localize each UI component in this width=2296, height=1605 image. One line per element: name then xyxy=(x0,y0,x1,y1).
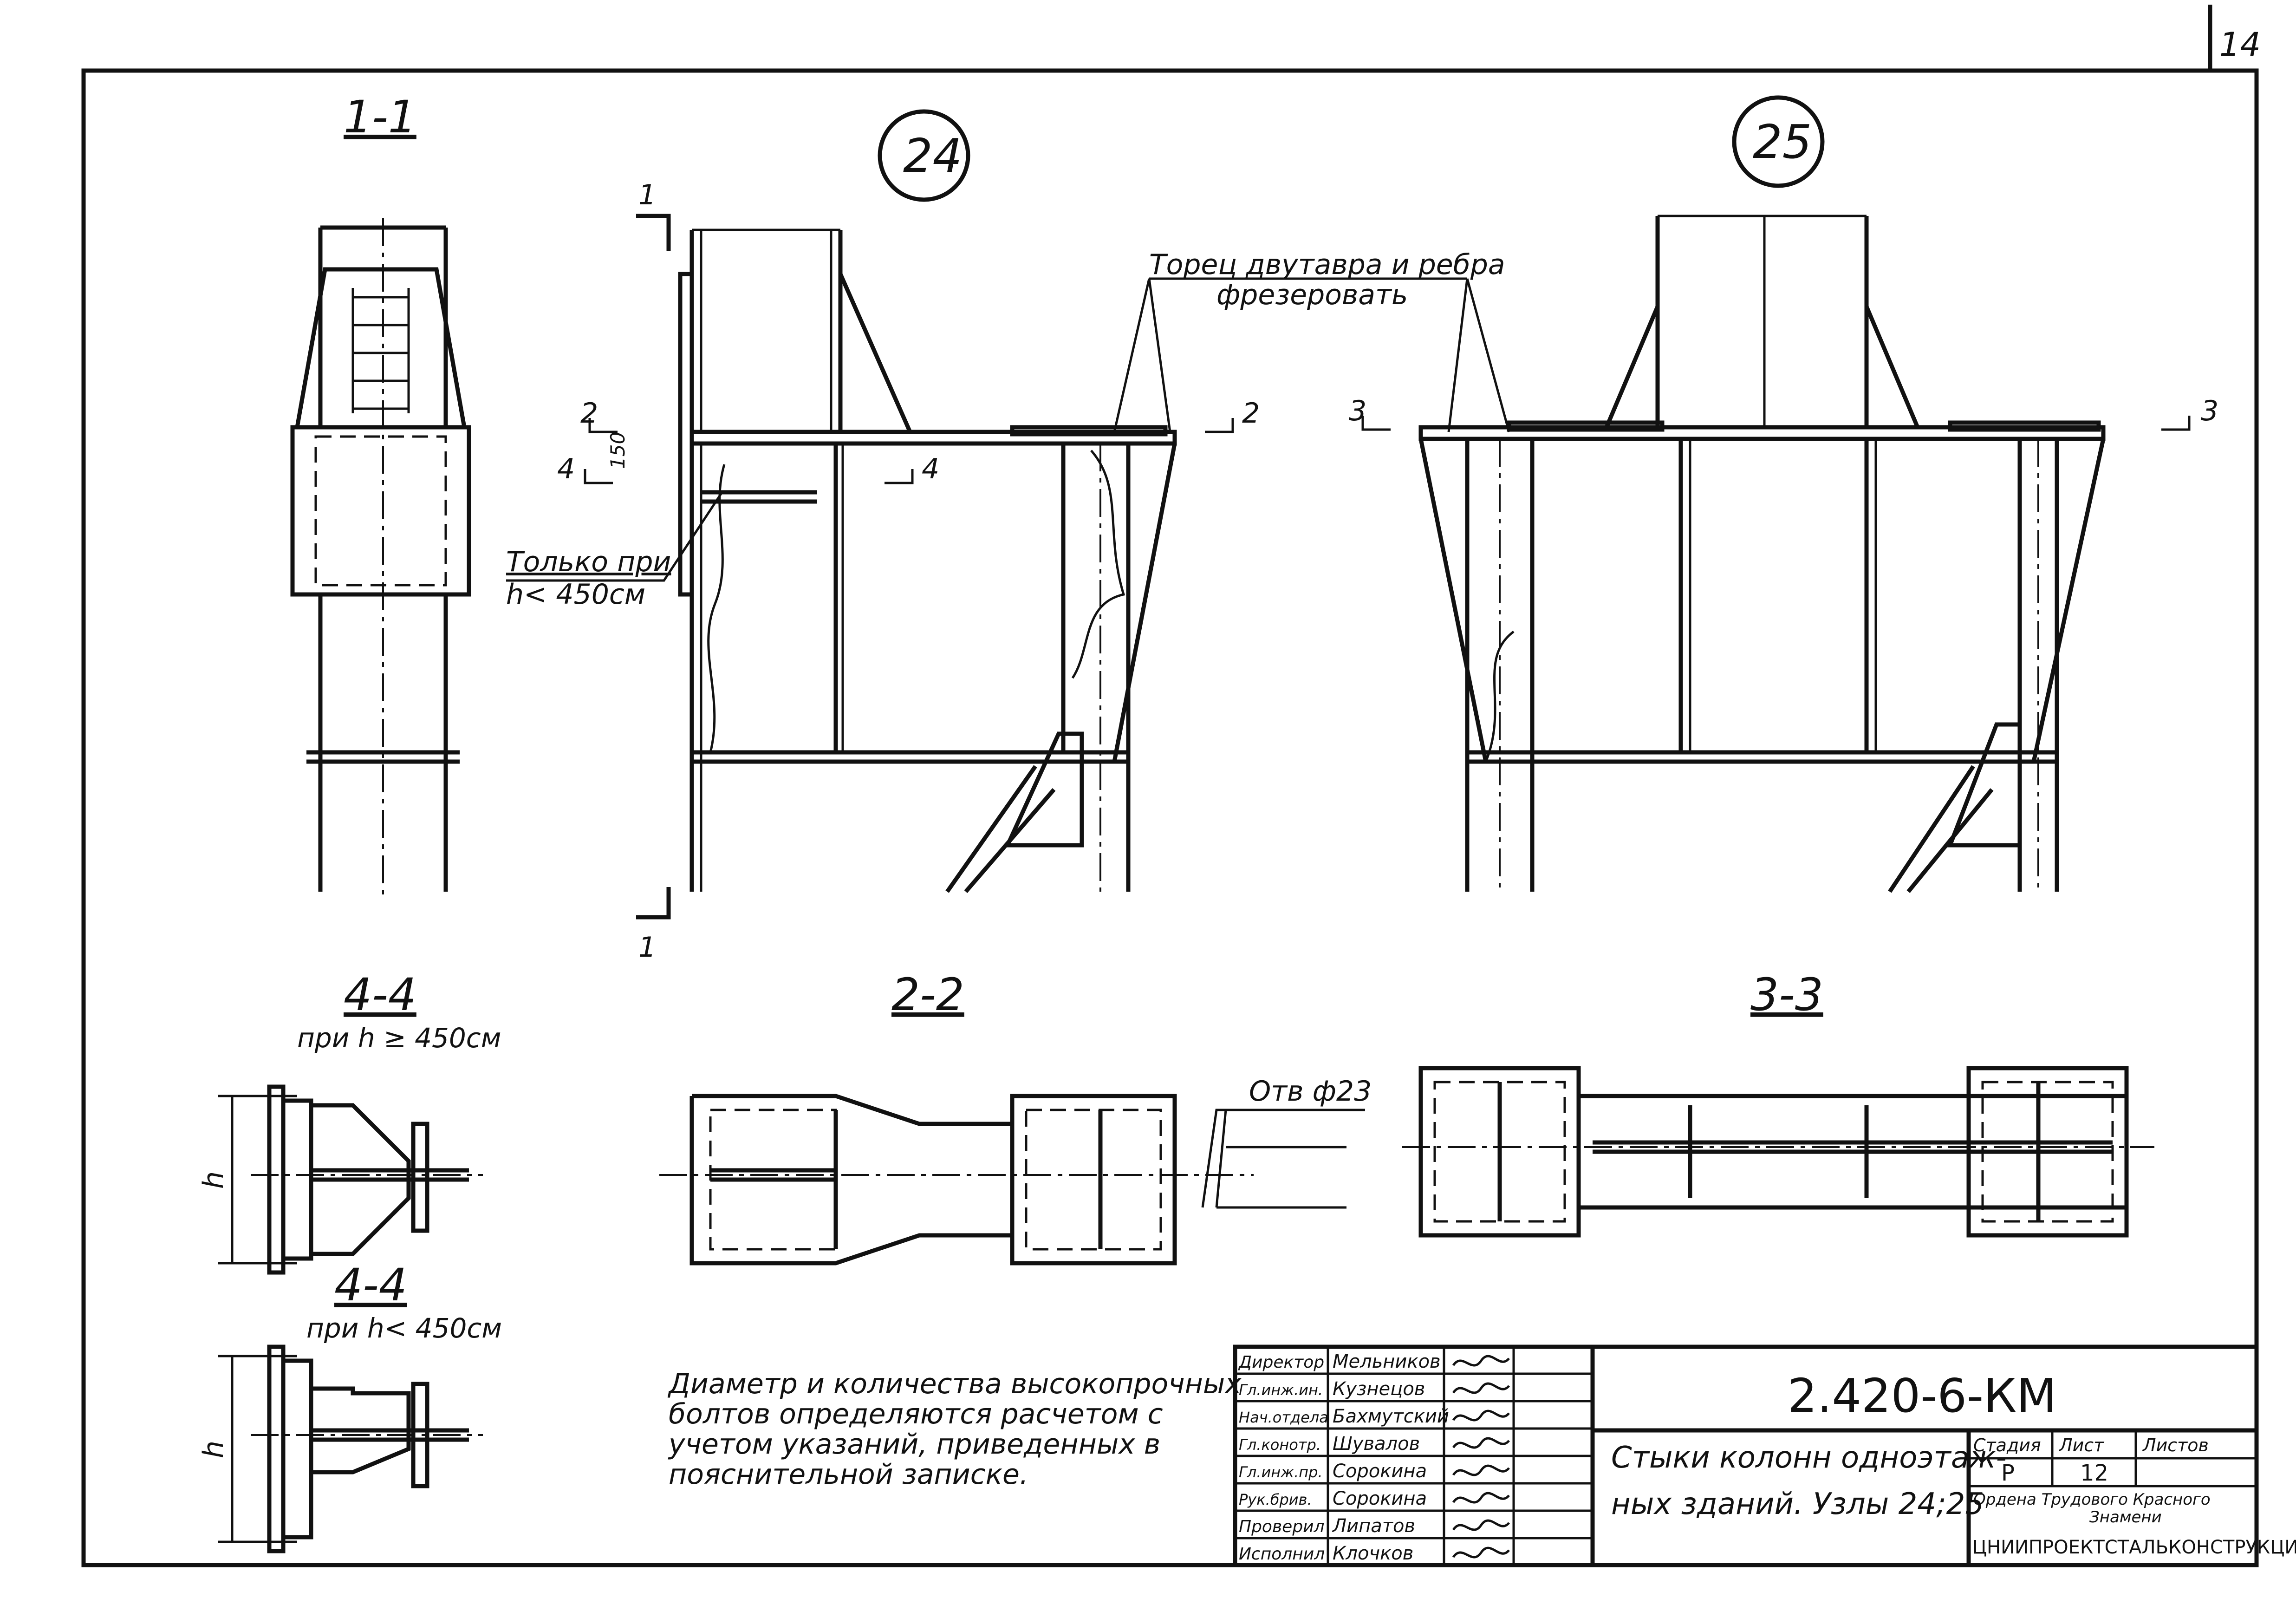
note-line2: болтов определяются расчетом с xyxy=(669,1398,1163,1430)
svg-text:Проверил: Проверил xyxy=(1239,1517,1325,1536)
org-line1: Ордена Трудового Красного xyxy=(1973,1490,2211,1509)
stage-label: Стадия xyxy=(1973,1435,2041,1455)
svg-text:Гл.конотр.: Гл.конотр. xyxy=(1239,1436,1321,1454)
signature-scribbles xyxy=(1452,1355,1510,1559)
page-number: 14 xyxy=(2219,26,2261,64)
org-line3: ЦНИИПРОЕКТСТАЛЬКОНСТРУКЦИЯ xyxy=(1972,1537,2296,1558)
svg-text:4: 4 xyxy=(922,453,939,485)
svg-text:Клочков: Клочков xyxy=(1333,1543,1413,1564)
svg-text:4: 4 xyxy=(557,453,575,485)
node-25-marker xyxy=(1732,95,1825,188)
sheet-label: Лист xyxy=(2058,1435,2105,1455)
svg-text:3: 3 xyxy=(2201,395,2218,427)
sheets-label: Листов xyxy=(2142,1435,2209,1455)
svg-text:Директор: Директор xyxy=(1238,1353,1324,1372)
view-1-1: 1-1 xyxy=(290,91,471,896)
node-24-marker xyxy=(878,109,970,202)
view-4-4a-subtitle: при h ≥ 450см xyxy=(297,1022,501,1054)
svg-text:Рук.брив.: Рук.брив. xyxy=(1239,1491,1312,1508)
org-line2: Знамени xyxy=(2089,1508,2162,1527)
note-line3: учетом указаний, приведенных в xyxy=(668,1428,1160,1461)
note-line1: Диаметр и количества высокопрочных xyxy=(667,1368,1242,1400)
dim-150: 150 xyxy=(606,432,629,469)
view-3-3-title: 3-3 xyxy=(1750,969,1823,1021)
svg-text:Нач.отдела: Нач.отдела xyxy=(1239,1409,1328,1426)
general-note: Диаметр и количества высокопрочных болто… xyxy=(667,1368,1242,1491)
sheet-frame xyxy=(81,68,2259,1567)
svg-text:2: 2 xyxy=(1242,397,1260,430)
view-4-4b-subtitle: при h< 450см xyxy=(306,1312,502,1344)
view-4-4-a: 4-4 при h ≥ 450см h xyxy=(197,969,501,1275)
milling-note-line1: Торец двутавра и ребра xyxy=(1149,248,1505,281)
signature-rows: Директор Мельников Гл.инж.ин. Кузнецов Н… xyxy=(1238,1351,1449,1564)
hole-note: Отв ф23 xyxy=(1249,1075,1372,1108)
svg-text:Бахмутский: Бахмутский xyxy=(1333,1406,1449,1427)
view-2-2-title: 2-2 xyxy=(891,969,964,1021)
note-line4: пояснительной записке. xyxy=(669,1458,1028,1491)
svg-text:Гл.инж.ин.: Гл.инж.ин. xyxy=(1239,1381,1323,1399)
svg-text:Шувалов: Шувалов xyxy=(1333,1433,1420,1455)
title-line1: Стыки колонн одноэтаж- xyxy=(1611,1441,2007,1475)
svg-text:Сорокина: Сорокина xyxy=(1333,1461,1427,1482)
view-4-4a-title: 4-4 xyxy=(344,969,416,1021)
only-when-line1: Только при xyxy=(506,546,671,578)
svg-text:Гл.инж.пр.: Гл.инж.пр. xyxy=(1239,1463,1323,1481)
title-block: Директор Мельников Гл.инж.ин. Кузнецов Н… xyxy=(1233,1344,2296,1567)
svg-text:Исполнил: Исполнил xyxy=(1239,1545,1325,1564)
document-designation: 2.420-6-КМ xyxy=(1788,1369,2056,1423)
svg-text:Мельников: Мельников xyxy=(1333,1351,1441,1372)
svg-text:1: 1 xyxy=(638,931,656,964)
svg-text:Сорокина: Сорокина xyxy=(1333,1488,1427,1509)
node-24-number: 24 xyxy=(903,129,962,183)
only-when-line2: h< 450см xyxy=(506,578,645,611)
view-2-2: 2-2 Отв ф23 xyxy=(659,969,1372,1266)
stage-value: Р xyxy=(2001,1460,2015,1486)
svg-text:h: h xyxy=(197,1171,230,1189)
svg-text:Липатов: Липатов xyxy=(1332,1515,1415,1537)
svg-text:Кузнецов: Кузнецов xyxy=(1333,1378,1425,1400)
svg-text:1: 1 xyxy=(638,179,656,211)
view-4-4-b: 4-4 при h< 450см h xyxy=(197,1259,502,1553)
milling-note: Торец двутавра и ребра фрезеровать xyxy=(1113,248,1510,432)
view-1-1-title: 1-1 xyxy=(344,91,416,143)
node-24: 24 1 1 xyxy=(506,109,1260,964)
view-3-3: 3-3 xyxy=(1402,969,2154,1238)
milling-note-line2: фрезеровать xyxy=(1216,279,1408,311)
sheet-value: 12 xyxy=(2080,1460,2108,1486)
title-line2: ных зданий. Узлы 24;25 xyxy=(1611,1487,1984,1521)
view-4-4b-title: 4-4 xyxy=(334,1259,407,1311)
node-25-number: 25 xyxy=(1753,115,1812,169)
node-25: 25 3 3 xyxy=(1349,95,2218,893)
svg-text:h: h xyxy=(197,1441,230,1458)
